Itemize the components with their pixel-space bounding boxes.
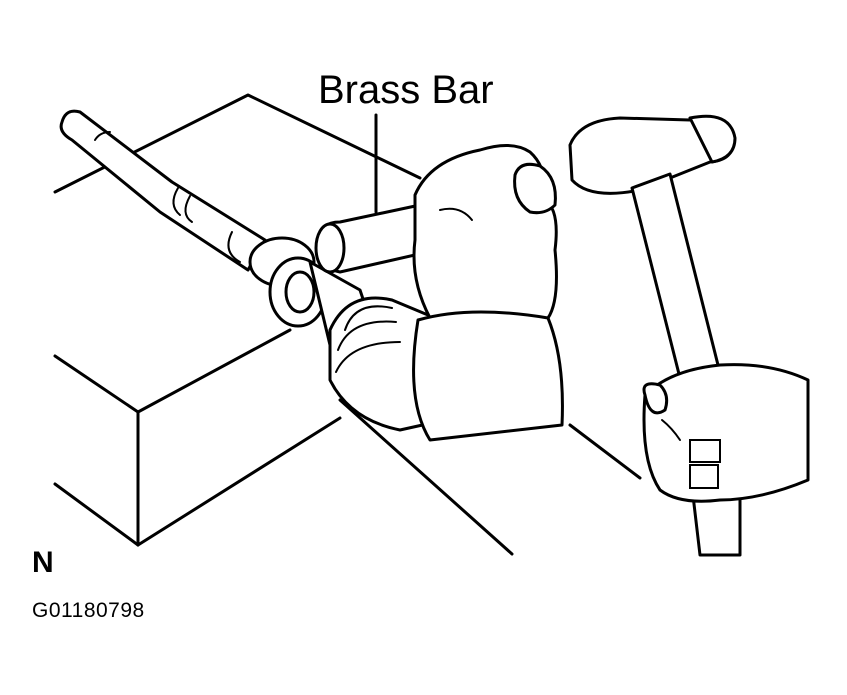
hammer: [568, 114, 742, 557]
drive-shaft: [59, 109, 267, 272]
brass-bar-label: Brass Bar: [318, 68, 494, 112]
vise-block: [53, 93, 642, 556]
brass-bar: [314, 113, 430, 274]
figure-code: G01180798: [32, 599, 145, 622]
left-hand: [412, 144, 564, 442]
right-hand: [642, 363, 810, 503]
view-indicator: N: [32, 546, 54, 579]
